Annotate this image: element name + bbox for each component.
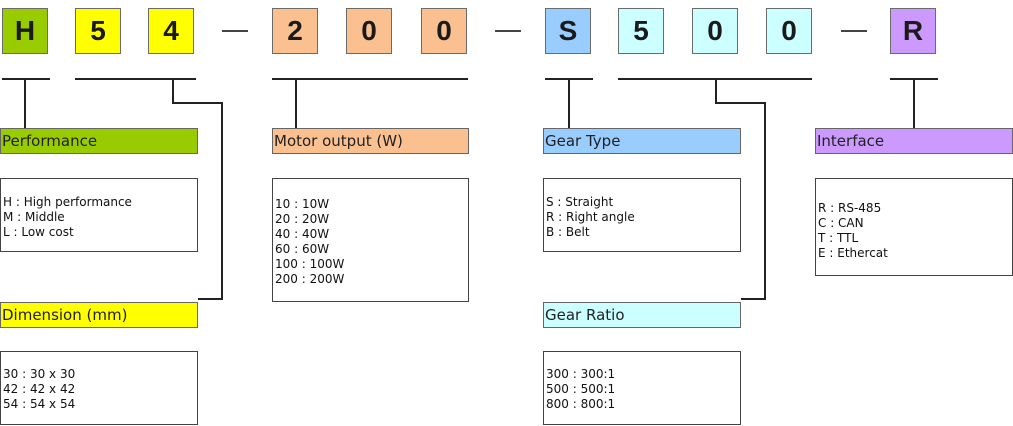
code-char-motor-output-3: 0: [421, 8, 467, 54]
connector-dimension: [172, 102, 223, 104]
code-char-gear-ratio-3: 0: [766, 8, 812, 54]
category-label-dimension: Dimension (mm): [0, 302, 198, 328]
option-item: 54 : 54 x 54: [3, 397, 76, 411]
underline-performance: [2, 78, 50, 80]
separator-dash: [841, 30, 867, 32]
code-char-gear-ratio-1: 5: [618, 8, 664, 54]
option-item: 10 : 10W: [275, 197, 330, 211]
connector-performance: [24, 78, 26, 128]
category-label-gear-ratio: Gear Ratio: [543, 302, 741, 328]
connector-interface: [913, 78, 915, 128]
connector-dimension: [198, 298, 223, 300]
option-item: R : Right angle: [546, 210, 635, 224]
option-item: 30 : 30 x 30: [3, 367, 76, 381]
code-char-dimension-1: 5: [75, 8, 121, 54]
option-item: 200 : 200W: [275, 272, 345, 286]
connector-gear-ratio: [741, 298, 766, 300]
options-dimension: 30 : 30 x 30 42 : 42 x 42 54 : 54 x 54: [0, 351, 198, 425]
option-item: E : Ethercat: [818, 246, 888, 260]
underline-motor-output: [272, 78, 468, 80]
option-item: B : Belt: [546, 225, 590, 239]
connector-gear-ratio: [715, 78, 717, 104]
option-item: 500 : 500:1: [546, 382, 616, 396]
connector-gear-ratio: [764, 102, 766, 300]
category-label-motor-output: Motor output (W): [272, 128, 469, 154]
option-item: 42 : 42 x 42: [3, 382, 76, 396]
options-interface: R : RS-485 C : CAN T : TTL E : Ethercat: [815, 178, 1013, 276]
connector-motor-output: [295, 78, 297, 128]
option-item: 100 : 100W: [275, 257, 345, 271]
connector-dimension: [172, 78, 174, 104]
options-gear-type: S : Straight R : Right angle B : Belt: [543, 178, 741, 252]
code-char-gear-type: S: [545, 8, 591, 54]
code-char-motor-output-2: 0: [346, 8, 392, 54]
connector-gear-ratio: [715, 102, 766, 104]
option-item: 20 : 20W: [275, 212, 330, 226]
option-item: S : Straight: [546, 195, 614, 209]
option-item: L : Low cost: [3, 225, 74, 239]
option-item: 300 : 300:1: [546, 367, 616, 381]
category-label-performance: Performance: [0, 128, 198, 154]
connector-dimension: [221, 102, 223, 300]
options-performance: H : High performance M : Middle L : Low …: [0, 178, 198, 252]
separator-dash: [222, 30, 248, 32]
separator-dash: [495, 30, 521, 32]
option-item: 800 : 800:1: [546, 397, 616, 411]
code-char-dimension-2: 4: [148, 8, 194, 54]
connector-gear-type: [568, 78, 570, 128]
option-item: 60 : 60W: [275, 242, 330, 256]
option-item: C : CAN: [818, 216, 864, 230]
option-item: R : RS-485: [818, 201, 882, 215]
options-motor-output: 10 : 10W 20 : 20W 40 : 40W 60 : 60W 100 …: [272, 178, 469, 302]
code-char-gear-ratio-2: 0: [692, 8, 738, 54]
option-item: M : Middle: [3, 210, 65, 224]
category-label-interface: Interface: [815, 128, 1013, 154]
code-char-interface: R: [890, 8, 936, 54]
underline-dimension: [75, 78, 196, 80]
option-item: 40 : 40W: [275, 227, 330, 241]
option-item: H : High performance: [3, 195, 132, 209]
option-item: T : TTL: [818, 231, 859, 245]
code-char-motor-output-1: 2: [272, 8, 318, 54]
options-gear-ratio: 300 : 300:1 500 : 500:1 800 : 800:1: [543, 351, 741, 425]
category-label-gear-type: Gear Type: [543, 128, 741, 154]
code-char-performance: H: [2, 8, 48, 54]
